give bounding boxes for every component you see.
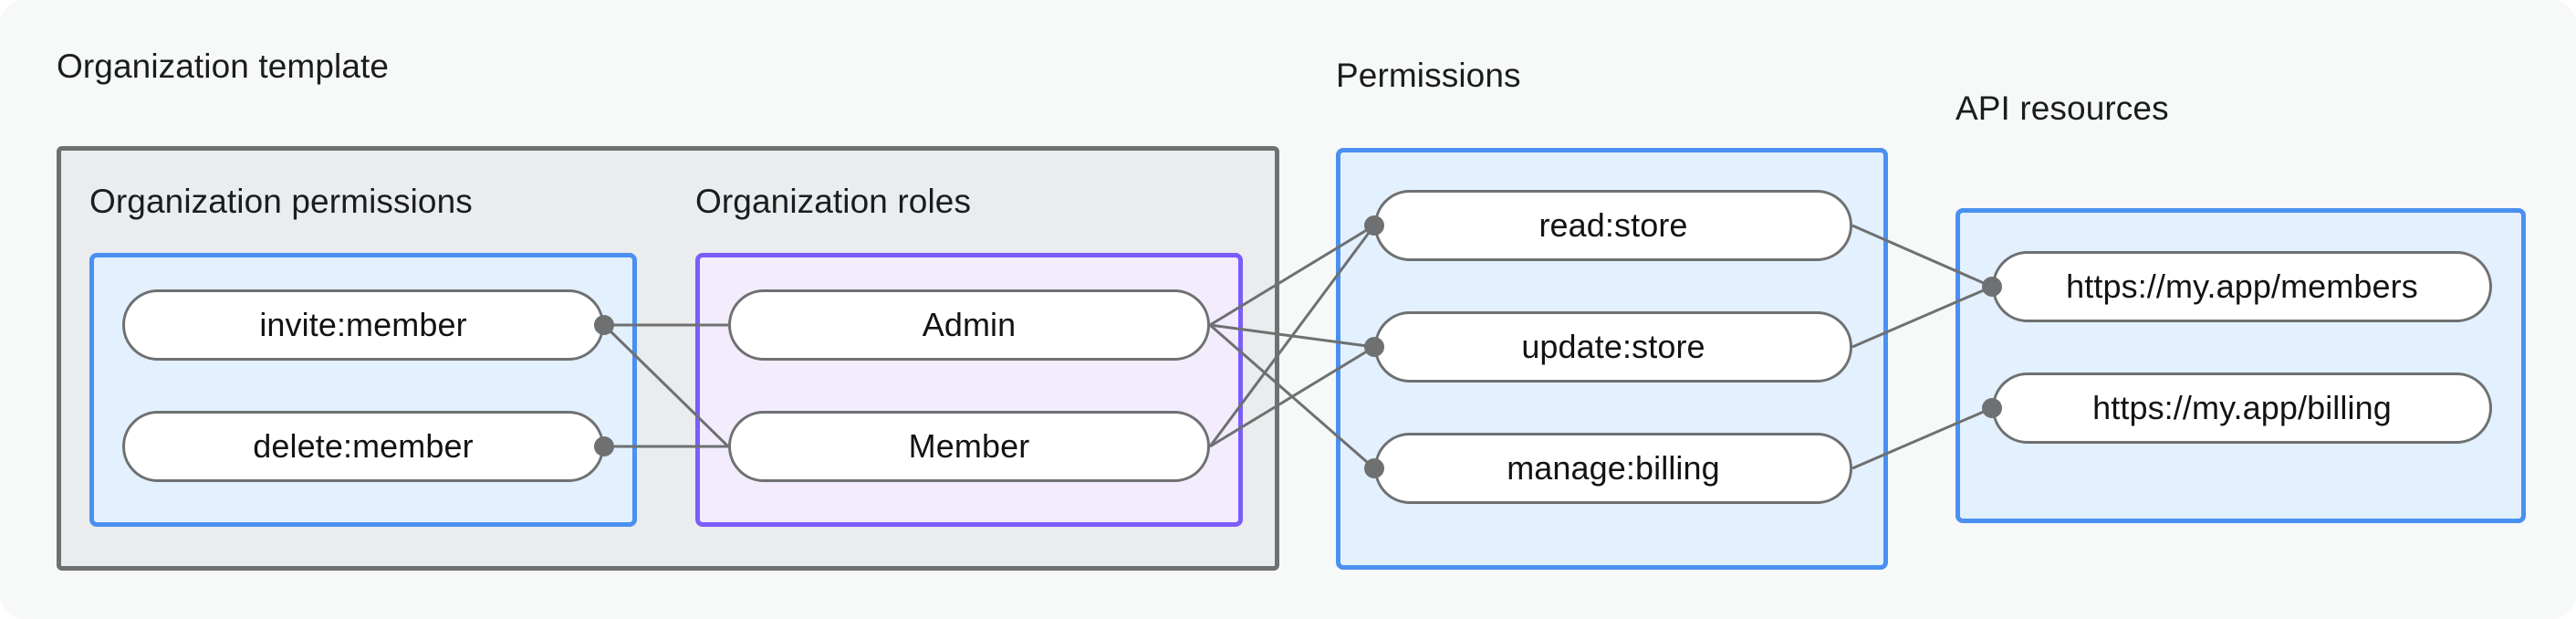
node-members-resource[interactable]: https://my.app/members (1992, 251, 2492, 322)
node-member[interactable]: Member (728, 411, 1210, 482)
node-read-store[interactable]: read:store (1374, 190, 1852, 261)
permissions-title: Permissions (1336, 57, 1521, 94)
node-billing-resource[interactable]: https://my.app/billing (1992, 372, 2492, 444)
api-resources-title: API resources (1955, 89, 2169, 127)
organization-roles-title: Organization roles (695, 183, 972, 220)
organization-permissions-title: Organization permissions (89, 183, 473, 220)
node-manage-billing[interactable]: manage:billing (1374, 433, 1852, 504)
node-update-store[interactable]: update:store (1374, 311, 1852, 383)
node-admin[interactable]: Admin (728, 289, 1210, 361)
node-delete-member[interactable]: delete:member (122, 411, 604, 482)
node-invite-member[interactable]: invite:member (122, 289, 604, 361)
organization-template-title: Organization template (57, 47, 390, 85)
